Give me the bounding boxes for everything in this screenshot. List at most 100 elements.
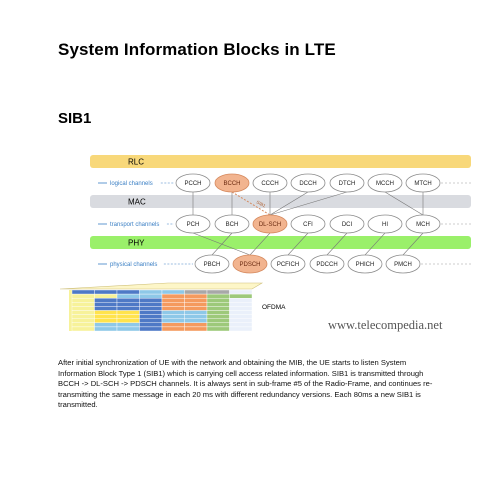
ofdma-grid-cell xyxy=(139,289,163,295)
ofdma-grid-cell xyxy=(116,326,140,332)
ofdma-grid-cell xyxy=(139,306,163,311)
ofdma-grid-cell xyxy=(116,310,140,315)
ofdma-grid-cell xyxy=(206,306,230,311)
channel-name-pcch: PCCH xyxy=(184,181,201,187)
channel-name-mcch: MCCH xyxy=(376,181,394,187)
channel-node-pdsch xyxy=(232,254,268,274)
channel-name-pdsch: PDSCH xyxy=(239,262,260,268)
channel-connector xyxy=(326,232,348,256)
ofdma-grid-cell xyxy=(161,293,185,299)
channel-node-pmch xyxy=(385,254,421,274)
ofdma-grid-cell xyxy=(161,298,185,303)
ofdma-grid-cell xyxy=(184,326,208,332)
ofdma-grid-cell xyxy=(206,314,230,319)
description-paragraph: After initial synchronization of UE with… xyxy=(58,358,433,410)
ofdma-grid-cell xyxy=(116,289,140,295)
ofdma-grid-cell xyxy=(229,302,253,307)
channel-name-dl-sch: DL-SCH xyxy=(259,222,281,228)
channel-node-mcch xyxy=(367,173,403,193)
ofdma-grid-cell xyxy=(229,293,253,299)
channel-node-ccch xyxy=(252,173,288,193)
channel-node-mtch xyxy=(405,173,441,193)
channel-node-dl-sch xyxy=(252,214,288,234)
ofdma-grid-cell xyxy=(116,302,140,307)
ofdma-grid-cell xyxy=(206,326,230,332)
channel-node-cfi xyxy=(290,214,326,234)
ofdma-grid-cell xyxy=(94,289,118,295)
ofdma-grid-cell xyxy=(229,326,253,332)
mac-layer-label: MAC xyxy=(128,198,146,207)
ofdma-grid-cell xyxy=(71,302,95,307)
ofdma-grid-cell xyxy=(116,298,140,303)
channel-name-bcch: BCCH xyxy=(223,181,240,187)
channel-connector xyxy=(211,232,233,256)
channel-node-hi xyxy=(367,214,403,234)
ofdma-grid-cell xyxy=(94,293,118,299)
ofdma-grid-cell xyxy=(229,298,253,303)
ofdma-grid-cell xyxy=(184,289,208,295)
ofdma-label: OFDMA xyxy=(262,304,286,311)
ofdma-grid-cell xyxy=(206,298,230,303)
channel-name-phich: PHICH xyxy=(356,262,375,268)
channel-name-ccch: CCCH xyxy=(261,181,278,187)
ofdma-projection xyxy=(59,282,264,290)
ofdma-grid-cell xyxy=(116,314,140,319)
channel-name-pcfich: PCFICH xyxy=(277,262,299,268)
channel-node-pbch xyxy=(194,254,230,274)
ofdma-grid-cell xyxy=(184,314,208,319)
channel-connector xyxy=(364,232,386,256)
ofdma-grid-cell xyxy=(206,322,230,328)
ofdma-grid-cell xyxy=(161,322,185,328)
channel-name-pch: PCH xyxy=(187,222,200,228)
phy-layer-label: PHY xyxy=(128,239,145,248)
channel-name-dtch: DTCH xyxy=(339,181,356,187)
ofdma-grid-cell xyxy=(94,322,118,328)
ofdma-grid-cell xyxy=(206,310,230,315)
ofdma-grid-cell xyxy=(229,314,253,319)
ofdma-grid-cell xyxy=(161,326,185,332)
ofdma-grid-cell xyxy=(116,318,140,324)
channel-connector xyxy=(249,232,271,256)
ofdma-grid-cell xyxy=(139,302,163,307)
channel-name-mtch: MTCH xyxy=(414,181,431,187)
channel-node-pch xyxy=(175,214,211,234)
logical-channels-label: logical channels xyxy=(110,181,153,187)
ofdma-grid-cell xyxy=(206,302,230,307)
ofdma-grid-cell xyxy=(184,322,208,328)
ofdma-grid-cell xyxy=(94,298,118,303)
ofdma-grid-cell xyxy=(161,314,185,319)
ofdma-grid-cell xyxy=(184,298,208,303)
ofdma-grid-cell xyxy=(229,289,253,295)
channel-name-dci: DCI xyxy=(342,222,353,228)
channel-node-dtch xyxy=(329,173,365,193)
channel-name-bch: BCH xyxy=(226,222,239,228)
ofdma-grid-cell xyxy=(94,314,118,319)
ofdma-grid-cell xyxy=(184,302,208,307)
ofdma-grid-cell xyxy=(161,318,185,324)
ofdma-grid-cell xyxy=(184,318,208,324)
ofdma-grid-cell xyxy=(184,306,208,311)
ofdma-grid-cell xyxy=(229,322,253,328)
ofdma-grid-cell xyxy=(71,310,95,315)
channel-name-pdcch: PDCCH xyxy=(316,262,337,268)
mac-layer-bar xyxy=(90,195,471,208)
ofdma-grid-edge xyxy=(69,290,72,331)
ofdma-grid-cell xyxy=(94,306,118,311)
ofdma-grid-cell xyxy=(161,310,185,315)
channel-node-dci xyxy=(329,214,365,234)
channel-connector xyxy=(402,232,424,256)
ofdma-grid-cell xyxy=(206,293,230,299)
ofdma-grid-cell xyxy=(184,293,208,299)
ofdma-grid-cell xyxy=(71,318,95,324)
ofdma-grid-cell xyxy=(139,298,163,303)
ofdma-grid-cell xyxy=(71,326,95,332)
channel-name-mch: MCH xyxy=(416,222,430,228)
channel-name-pmch: PMCH xyxy=(394,262,412,268)
channel-name-dcch: DCCH xyxy=(299,181,316,187)
channel-connector xyxy=(231,191,271,216)
physical-channels-label: physical channels xyxy=(110,262,157,268)
ofdma-grid-cell xyxy=(139,318,163,324)
ofdma-grid-cell xyxy=(94,302,118,307)
channel-connector xyxy=(192,232,251,256)
